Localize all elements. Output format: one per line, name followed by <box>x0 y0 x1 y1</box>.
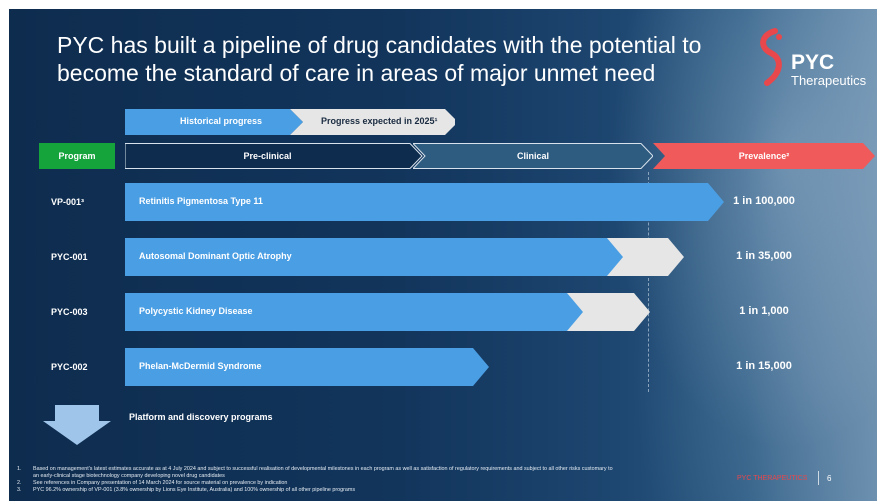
footnote: 1.Based on management's latest estimates… <box>17 466 613 479</box>
prevalence-label: Prevalence² <box>738 151 790 161</box>
slide: PYC has built a pipeline of drug candida… <box>9 9 877 501</box>
page-number: 6 <box>827 474 832 483</box>
footer-brand: PYC THERAPEUTICS <box>737 475 808 482</box>
clinical-header: Clinical <box>413 143 653 169</box>
pipeline-bar: Retinitis Pigmentosa Type 11 <box>125 182 724 222</box>
footnotes: 1.Based on management's latest estimates… <box>17 466 617 494</box>
indication-label: Retinitis Pigmentosa Type 11 <box>139 196 263 206</box>
historical-progress-arrow <box>125 238 623 276</box>
pipeline-bar: Polycystic Kidney Disease <box>125 292 650 332</box>
clinical-label: Clinical <box>516 151 549 161</box>
indication-label: Autosomal Dominant Optic Atrophy <box>139 251 292 261</box>
company-logo: PYC Therapeutics <box>753 27 877 97</box>
prevalence-value: 1 in 35,000 <box>736 250 792 262</box>
prevalence-value: 1 in 1,000 <box>739 305 789 317</box>
page-title: PYC has built a pipeline of drug candida… <box>57 32 702 86</box>
prevalence-value: 1 in 15,000 <box>736 360 792 372</box>
program-id: PYC-002 <box>51 362 88 372</box>
legend-historical-arrow <box>125 109 303 135</box>
historical-progress-arrow <box>125 293 583 331</box>
program-header: Program <box>39 143 115 169</box>
preclinical-header: Pre-clinical <box>125 143 425 169</box>
pipeline-bar: Phelan-McDermid Syndrome <box>125 347 489 387</box>
program-id: VP-001³ <box>51 197 85 207</box>
expected-progress-arrow <box>563 293 650 331</box>
historical-progress-arrow <box>125 348 489 386</box>
footnote: 3.PYC 96.2% ownership of VP-001 (3.8% ow… <box>17 487 356 493</box>
indication-label: Polycystic Kidney Disease <box>139 306 253 316</box>
historical-progress-arrow <box>125 183 724 221</box>
pipeline-bar: Autosomal Dominant Optic Atrophy <box>125 237 684 277</box>
platform-label: Platform and discovery programs <box>129 412 273 422</box>
down-arrow-icon <box>43 405 111 445</box>
legend-historical-label: Historical progress <box>180 116 263 126</box>
prevalence-value: 1 in 100,000 <box>733 195 795 207</box>
footer-divider <box>818 471 819 485</box>
footnote: 2.See references in Company presentation… <box>17 480 288 486</box>
legend-expected-label: Progress expected in 2025¹ <box>321 116 438 126</box>
legend-expected-arrow <box>290 109 455 135</box>
logo-subtitle: Therapeutics <box>791 73 867 88</box>
preclinical-label: Pre-clinical <box>243 151 292 161</box>
program-id: PYC-001 <box>51 252 88 262</box>
indication-label: Phelan-McDermid Syndrome <box>139 361 262 371</box>
progress-legend: Historical progress Progress expected in… <box>125 109 455 135</box>
pyc-logo-icon <box>760 28 782 86</box>
expected-progress-arrow <box>603 238 684 276</box>
program-id: PYC-003 <box>51 307 88 317</box>
prevalence-header: Prevalence² <box>653 143 877 169</box>
logo-name: PYC <box>791 51 835 74</box>
phase-divider <box>648 172 649 392</box>
